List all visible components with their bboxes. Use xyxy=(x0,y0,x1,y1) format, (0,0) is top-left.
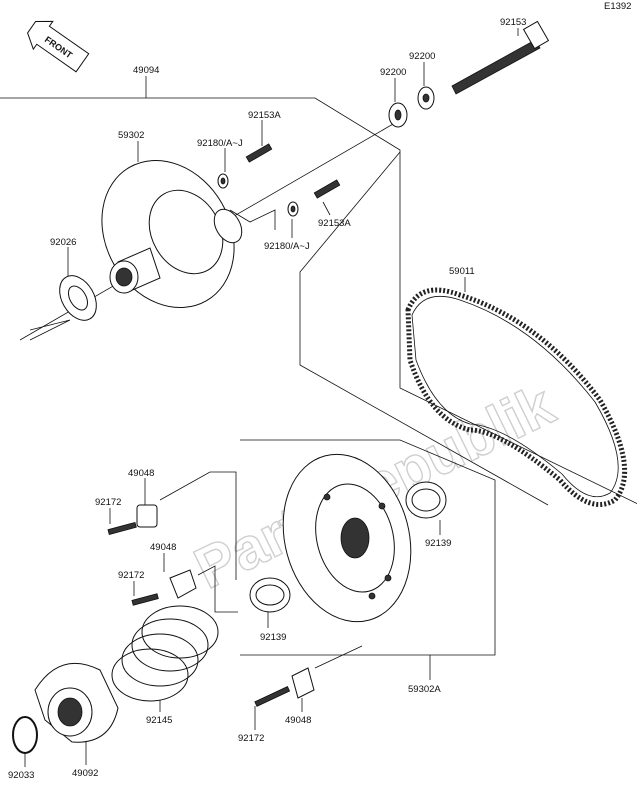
bolt-92153A-mid xyxy=(313,179,341,199)
washer-92180-top xyxy=(217,173,229,189)
callout-92172-c: 92172 xyxy=(238,733,264,744)
bushing-92139-right xyxy=(405,481,447,519)
callout-92139-left: 92139 xyxy=(260,632,286,643)
callout-49048-c: 49048 xyxy=(285,715,311,726)
bolt-92172-a xyxy=(107,521,137,536)
front-arrow-icon: FRONT xyxy=(27,20,90,73)
assembly-outline-49094 xyxy=(0,97,637,504)
washer-92200-left xyxy=(388,102,408,128)
bolt-92172-c xyxy=(254,686,291,707)
callout-92033: 92033 xyxy=(8,770,34,781)
callout-92180-top: 92180/A~J xyxy=(197,138,243,149)
driven-face-59302A xyxy=(282,453,412,623)
cam-49048-c xyxy=(291,667,315,699)
callout-92153A-top: 92153A xyxy=(248,110,281,121)
cam-49048-b xyxy=(169,569,197,599)
belt-outline xyxy=(299,151,549,506)
washer-92026 xyxy=(59,275,97,321)
spring-seat-49092 xyxy=(34,662,119,743)
callout-92153A-mid: 92153A xyxy=(318,218,351,229)
callout-92200-left: 92200 xyxy=(380,67,406,78)
callout-59011: 59011 xyxy=(449,266,475,277)
bolt-92153A-top xyxy=(245,143,273,163)
washer-92026-guide xyxy=(29,319,71,341)
leader-92153A-mid xyxy=(322,201,331,216)
spring-92145 xyxy=(111,605,219,702)
diagram-code: E1392 xyxy=(604,1,631,12)
callout-49048-a: 49048 xyxy=(128,468,154,479)
drive-belt-59011 xyxy=(405,287,628,507)
callout-92172-a: 92172 xyxy=(95,497,121,508)
bushing-92139-left xyxy=(249,577,291,613)
callout-59302A: 59302A xyxy=(408,684,441,695)
callout-92145: 92145 xyxy=(146,715,172,726)
callout-49092: 49092 xyxy=(72,768,98,779)
callout-92180-mid: 92180/A~J xyxy=(264,241,310,252)
bolt-92153 xyxy=(451,20,550,95)
circlip-92033 xyxy=(12,716,38,754)
guide-cam-a xyxy=(159,471,237,580)
guide-cam-c xyxy=(314,645,363,669)
callout-92026: 92026 xyxy=(50,237,76,248)
cam-49048-a xyxy=(136,504,158,528)
outline-59302A xyxy=(240,439,496,656)
callout-49094: 49094 xyxy=(133,65,159,76)
drive-face-59302 xyxy=(101,159,243,309)
callout-92139-right: 92139 xyxy=(425,538,451,549)
callout-92172-b: 92172 xyxy=(118,570,144,581)
bolt-92172-b xyxy=(131,593,159,606)
bracket-92180-mid xyxy=(229,209,276,230)
callout-92200-right: 92200 xyxy=(409,51,435,62)
callout-59302: 59302 xyxy=(118,130,144,141)
washer-92200-right xyxy=(417,86,435,110)
washer-92180-mid xyxy=(287,201,299,217)
callout-92153: 92153 xyxy=(500,17,526,28)
callout-49048-b: 49048 xyxy=(150,542,176,553)
guide-cam-b xyxy=(197,565,238,613)
